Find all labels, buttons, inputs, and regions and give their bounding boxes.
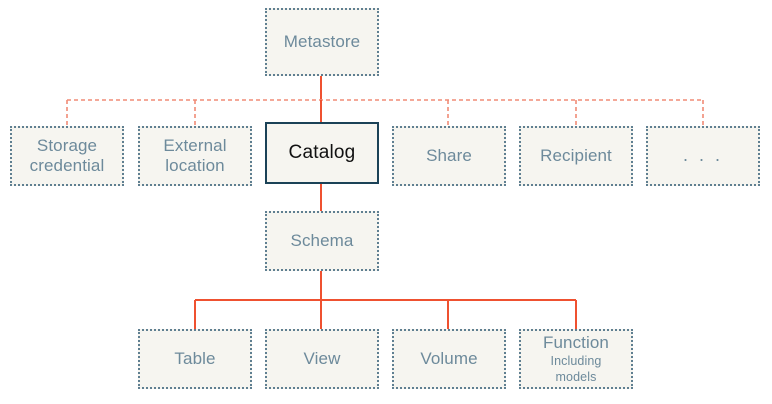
node-metastore: Metastore bbox=[265, 8, 379, 76]
node-view: View bbox=[265, 329, 379, 389]
node-view-label: View bbox=[303, 348, 341, 368]
node-more: . . . bbox=[646, 126, 760, 186]
node-volume-label: Volume bbox=[420, 348, 478, 368]
node-schema: Schema bbox=[265, 211, 379, 271]
node-share-label: Share bbox=[426, 145, 472, 165]
node-recipient-label: Recipient bbox=[540, 145, 612, 165]
node-table-label: Table bbox=[174, 348, 216, 368]
node-catalog-label: Catalog bbox=[288, 141, 356, 163]
node-table: Table bbox=[138, 329, 252, 389]
node-catalog: Catalog bbox=[265, 122, 379, 184]
node-metastore-label: Metastore bbox=[283, 31, 361, 51]
node-storage-credential-label: Storage credential bbox=[29, 135, 105, 175]
node-external-location-label: External location bbox=[163, 135, 227, 175]
node-storage-credential: Storage credential bbox=[10, 126, 124, 186]
node-external-location: External location bbox=[138, 126, 252, 186]
node-schema-label: Schema bbox=[290, 230, 354, 250]
node-volume: Volume bbox=[392, 329, 506, 389]
node-more-label: . . . bbox=[682, 145, 723, 166]
node-function-label: Function bbox=[542, 333, 609, 353]
node-function-sublabel: Including models bbox=[550, 354, 602, 384]
node-recipient: Recipient bbox=[519, 126, 633, 186]
node-share: Share bbox=[392, 126, 506, 186]
